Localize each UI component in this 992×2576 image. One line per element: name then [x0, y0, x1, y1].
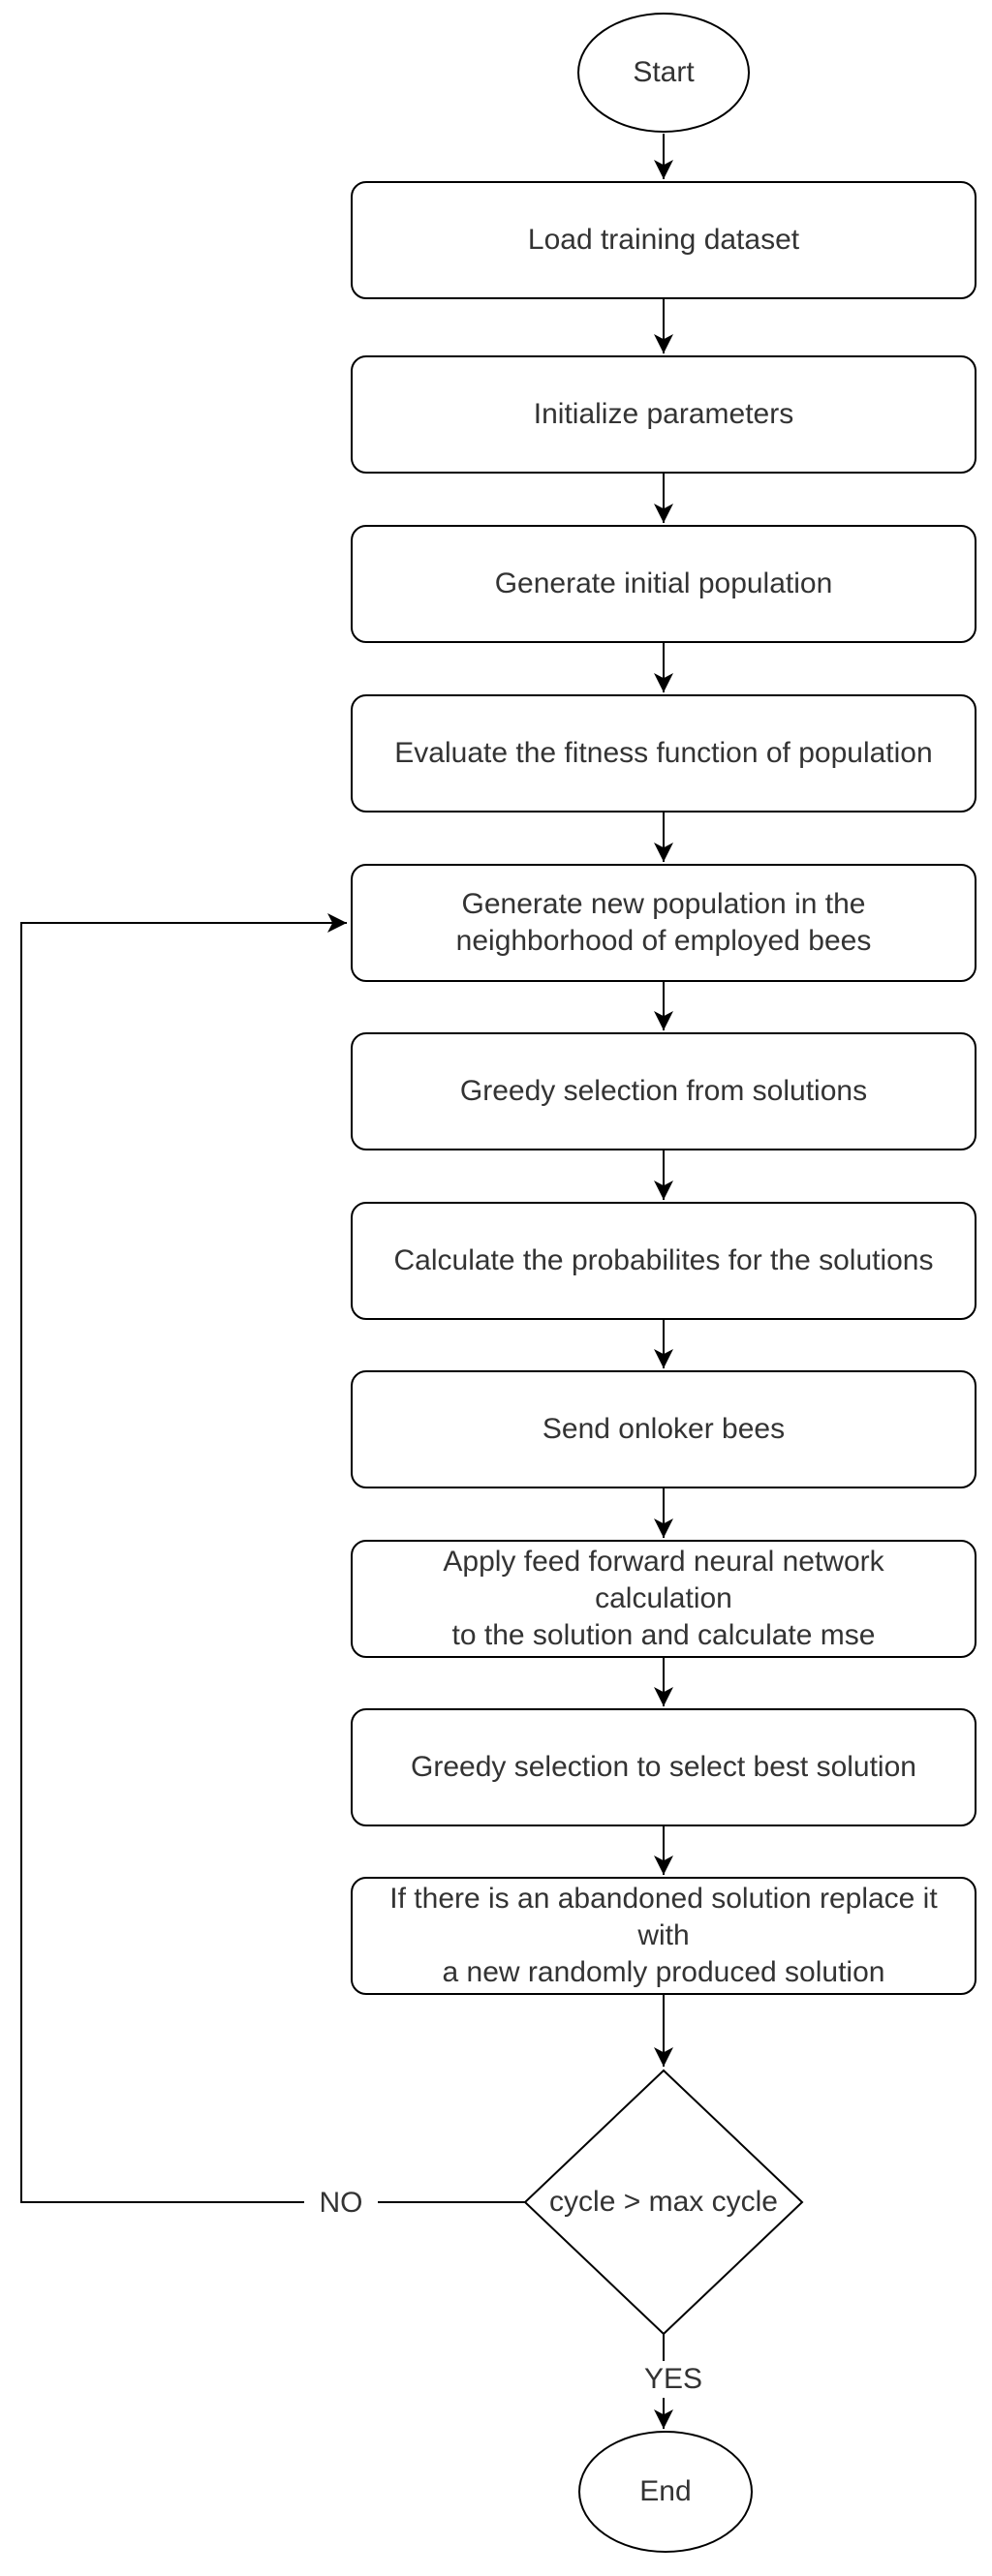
decision-diamond [523, 2069, 804, 2336]
decision-cycle-max-cycle: cycle > max cycle [528, 2167, 799, 2237]
process-label: Greedy selection from solutions [459, 1075, 868, 1107]
process-label: Initialize parameters [533, 398, 794, 430]
edge-label-yes: YES [634, 2361, 713, 2398]
process-generate-initial-population: Generate initial population [351, 525, 976, 643]
process-replace-abandoned-solution: If there is an abandoned solution replac… [351, 1877, 976, 1995]
process-label: Generate initial population [494, 567, 833, 599]
process-initialize-parameters: Initialize parameters [351, 355, 976, 474]
process-label: Generate new population in the neighborh… [455, 888, 872, 957]
process-calculate-probabilities: Calculate the probabilites for the solut… [351, 1202, 976, 1320]
process-send-onloker-bees: Send onloker bees [351, 1370, 976, 1488]
process-label: Apply feed forward neural network calcul… [443, 1546, 884, 1651]
process-load-training-dataset: Load training dataset [351, 181, 976, 299]
edge-decision-newpop-no [20, 913, 526, 2203]
process-label: If there is an abandoned solution replac… [389, 1883, 938, 1988]
process-label: Load training dataset [527, 224, 800, 256]
process-label: Calculate the probabilites for the solut… [393, 1244, 934, 1276]
process-label: Send onloker bees [542, 1413, 786, 1445]
process-label: Evaluate the fitness function of populat… [394, 737, 933, 769]
decision-label: cycle > max cycle [549, 2186, 778, 2218]
process-evaluate-fitness: Evaluate the fitness function of populat… [351, 694, 976, 813]
start-label: Start [633, 56, 695, 88]
process-apply-ffnn-mse: Apply feed forward neural network calcul… [351, 1540, 976, 1658]
process-greedy-selection-best: Greedy selection to select best solution [351, 1708, 976, 1826]
end-terminator: End [578, 2431, 753, 2553]
start-terminator: Start [577, 13, 750, 133]
end-label: End [639, 2475, 692, 2507]
process-greedy-selection-solutions: Greedy selection from solutions [351, 1032, 976, 1150]
process-label: Greedy selection to select best solution [411, 1751, 916, 1783]
process-generate-new-population: Generate new population in the neighborh… [351, 864, 976, 982]
edge-label-no: NO [304, 2185, 378, 2222]
